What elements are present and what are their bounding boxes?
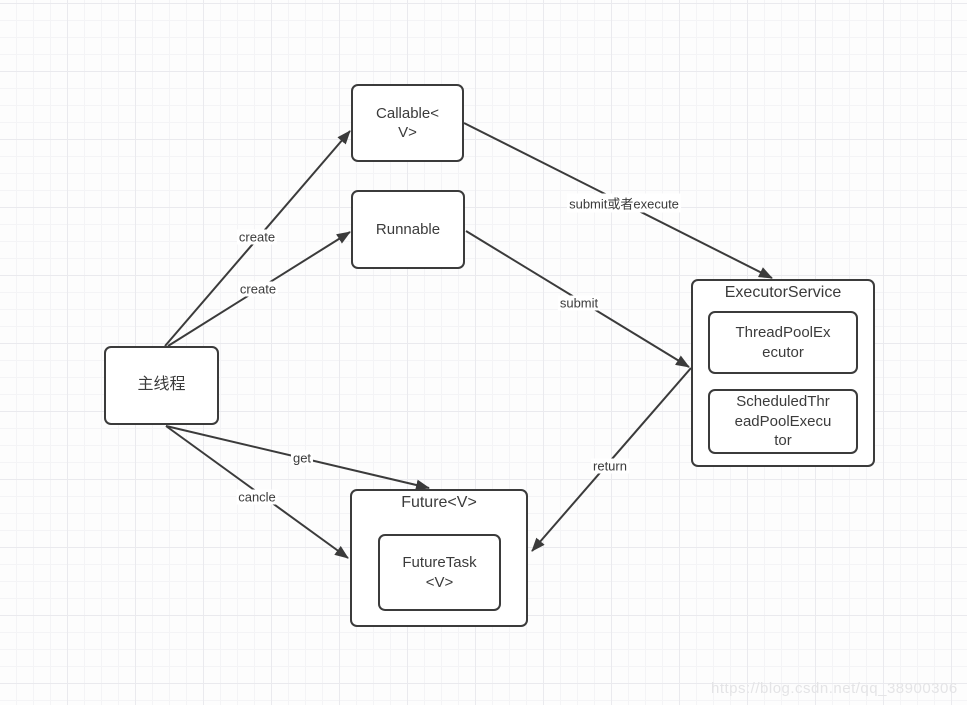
edge-label-submit-or-execute: submit或者execute	[567, 193, 681, 213]
edge-label-create-runnable: create	[237, 281, 279, 297]
future-title: Future<V>	[401, 494, 477, 511]
node-future: Future<V> FutureTask <V>	[350, 489, 528, 627]
edge-label-get: get	[290, 450, 314, 466]
node-scheduled-thread-pool-executor: ScheduledThr eadPoolExecu tor	[708, 389, 858, 454]
edge-label-return: return	[591, 458, 629, 474]
edge-label-create-callable: create	[236, 229, 278, 245]
executor-service-title: ExecutorService	[724, 284, 842, 301]
node-callable: Callable< V>	[351, 84, 464, 162]
node-main-thread: 主线程	[104, 346, 219, 425]
edge-label-cancle: cancle	[236, 489, 278, 505]
node-runnable: Runnable	[351, 190, 465, 269]
node-executor-service: ExecutorService ThreadPoolEx ecutor Sche…	[691, 279, 875, 467]
edge-label-submit: submit	[557, 295, 601, 311]
node-thread-pool-executor: ThreadPoolEx ecutor	[708, 311, 858, 374]
node-future-task: FutureTask <V>	[378, 534, 501, 611]
csdn-watermark: https://blog.csdn.net/qq_38900306	[711, 680, 958, 697]
